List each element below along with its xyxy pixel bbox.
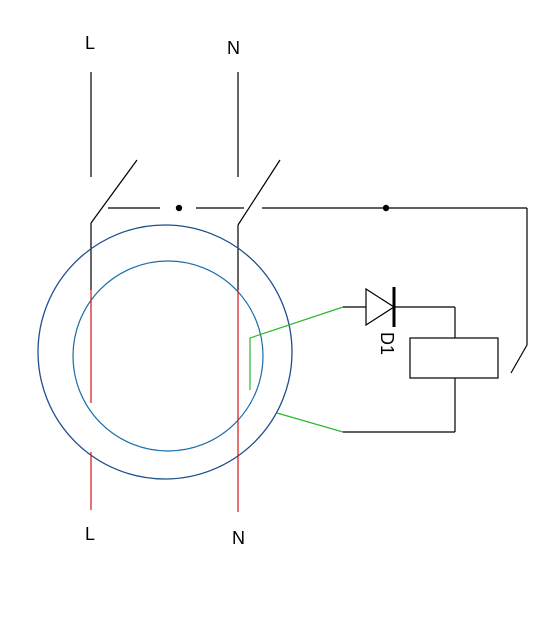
label-neutral-bottom: N <box>232 528 245 548</box>
line-switch <box>90 72 138 290</box>
toroid-outer-ring <box>37 224 293 480</box>
label-neutral-top: N <box>227 38 240 58</box>
linkage-junction-dot <box>175 204 183 212</box>
diode-label: D1 <box>377 332 397 355</box>
label-line-top: L <box>85 33 95 53</box>
toroid-inner-ring <box>72 260 264 452</box>
mechanical-linkage <box>108 204 528 374</box>
diode-d1 <box>343 287 455 327</box>
trip-relay-coil <box>343 307 499 433</box>
neutral-switch <box>237 72 281 290</box>
label-line-bottom: L <box>85 524 95 544</box>
primary-conductors <box>90 290 239 512</box>
sense-winding <box>249 306 344 433</box>
linkage-junction-dot <box>382 204 390 212</box>
